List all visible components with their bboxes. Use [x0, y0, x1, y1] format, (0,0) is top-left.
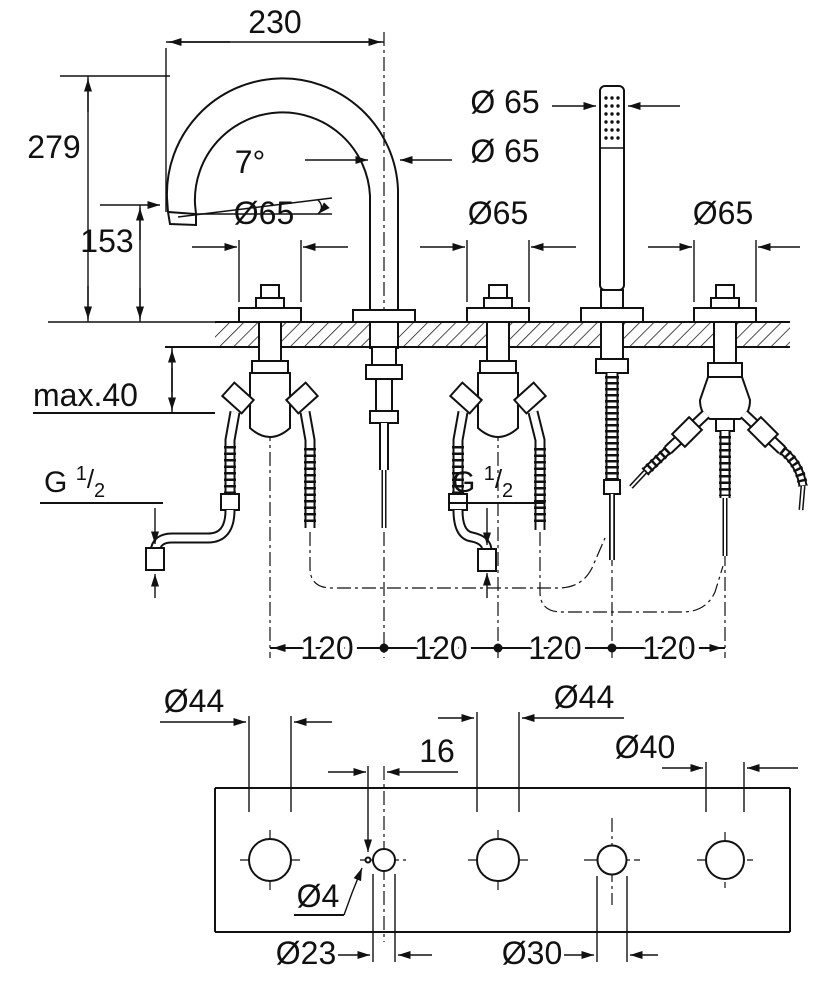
shower-escutcheon — [580, 307, 644, 323]
dimensions-top: 230 279 153 7° Ø 65 Ø 65 Ø65 — [27, 4, 800, 671]
hole-handle-left — [248, 838, 292, 882]
dim-shower-diameter: Ø 65 — [470, 84, 539, 120]
dim-hole5-diameter: Ø40 — [615, 729, 675, 765]
hand-shower — [580, 85, 644, 560]
hole-pilot — [364, 856, 372, 864]
handle-left-escutcheon — [238, 307, 302, 323]
spout-escutcheon — [352, 309, 416, 323]
dim-outlet-angle: 7° — [235, 144, 266, 180]
dim-spacing-2: 120 — [414, 630, 467, 666]
dim-max-thickness: max.40 — [33, 377, 138, 413]
diverter-escutcheon — [693, 307, 757, 323]
handle-right-escutcheon — [466, 307, 530, 323]
handle-left — [145, 284, 320, 571]
diverter — [629, 284, 808, 556]
dim-hole3-diameter: Ø44 — [554, 679, 614, 715]
elbow-outlet-center — [477, 548, 497, 572]
thread-label-center: G 1/2 — [452, 463, 513, 502]
dim-pilot-offset: 16 — [419, 733, 455, 769]
spout-outlet — [166, 210, 197, 227]
shower-wand — [599, 85, 625, 291]
elbow-outlet-left — [145, 547, 165, 571]
shower-knurl-dots — [604, 96, 620, 140]
spout — [165, 77, 416, 528]
diverter-body — [698, 376, 752, 420]
hose-routing — [309, 532, 724, 613]
dim-spout-reach: 230 — [248, 4, 301, 40]
dim-hole2-diameter: Ø23 — [276, 935, 336, 971]
dim-outlet-height: 153 — [80, 223, 133, 259]
dim-handle1-escutcheon: Ø65 — [234, 195, 294, 231]
dim-spacing-1: 120 — [300, 630, 353, 666]
hole-spout — [372, 848, 396, 872]
dim-pilot-diameter: Ø4 — [297, 878, 340, 914]
dim-diverter-escutcheon: Ø65 — [693, 195, 753, 231]
valve-body-left — [249, 372, 291, 438]
dimensions-plan: Ø44 Ø44 Ø40 16 Ø4 Ø23 Ø30 — [160, 679, 798, 971]
thread-label-left: G 1/2 — [44, 463, 105, 502]
dim-hole4-diameter: Ø30 — [502, 935, 562, 971]
hole-shower — [596, 844, 628, 876]
hole-diverter — [705, 840, 745, 880]
dim-spacing-3: 120 — [528, 630, 581, 666]
dim-hole1-diameter: Ø44 — [164, 683, 224, 719]
dim-spout-diameter: Ø 65 — [470, 133, 539, 169]
valve-body-right — [477, 372, 519, 438]
dim-spacing-4: 120 — [642, 630, 695, 666]
deck-plan-view — [214, 766, 791, 942]
dim-handle2-escutcheon: Ø65 — [468, 195, 528, 231]
dim-total-height: 279 — [27, 129, 80, 165]
hole-handle-right — [476, 838, 520, 882]
